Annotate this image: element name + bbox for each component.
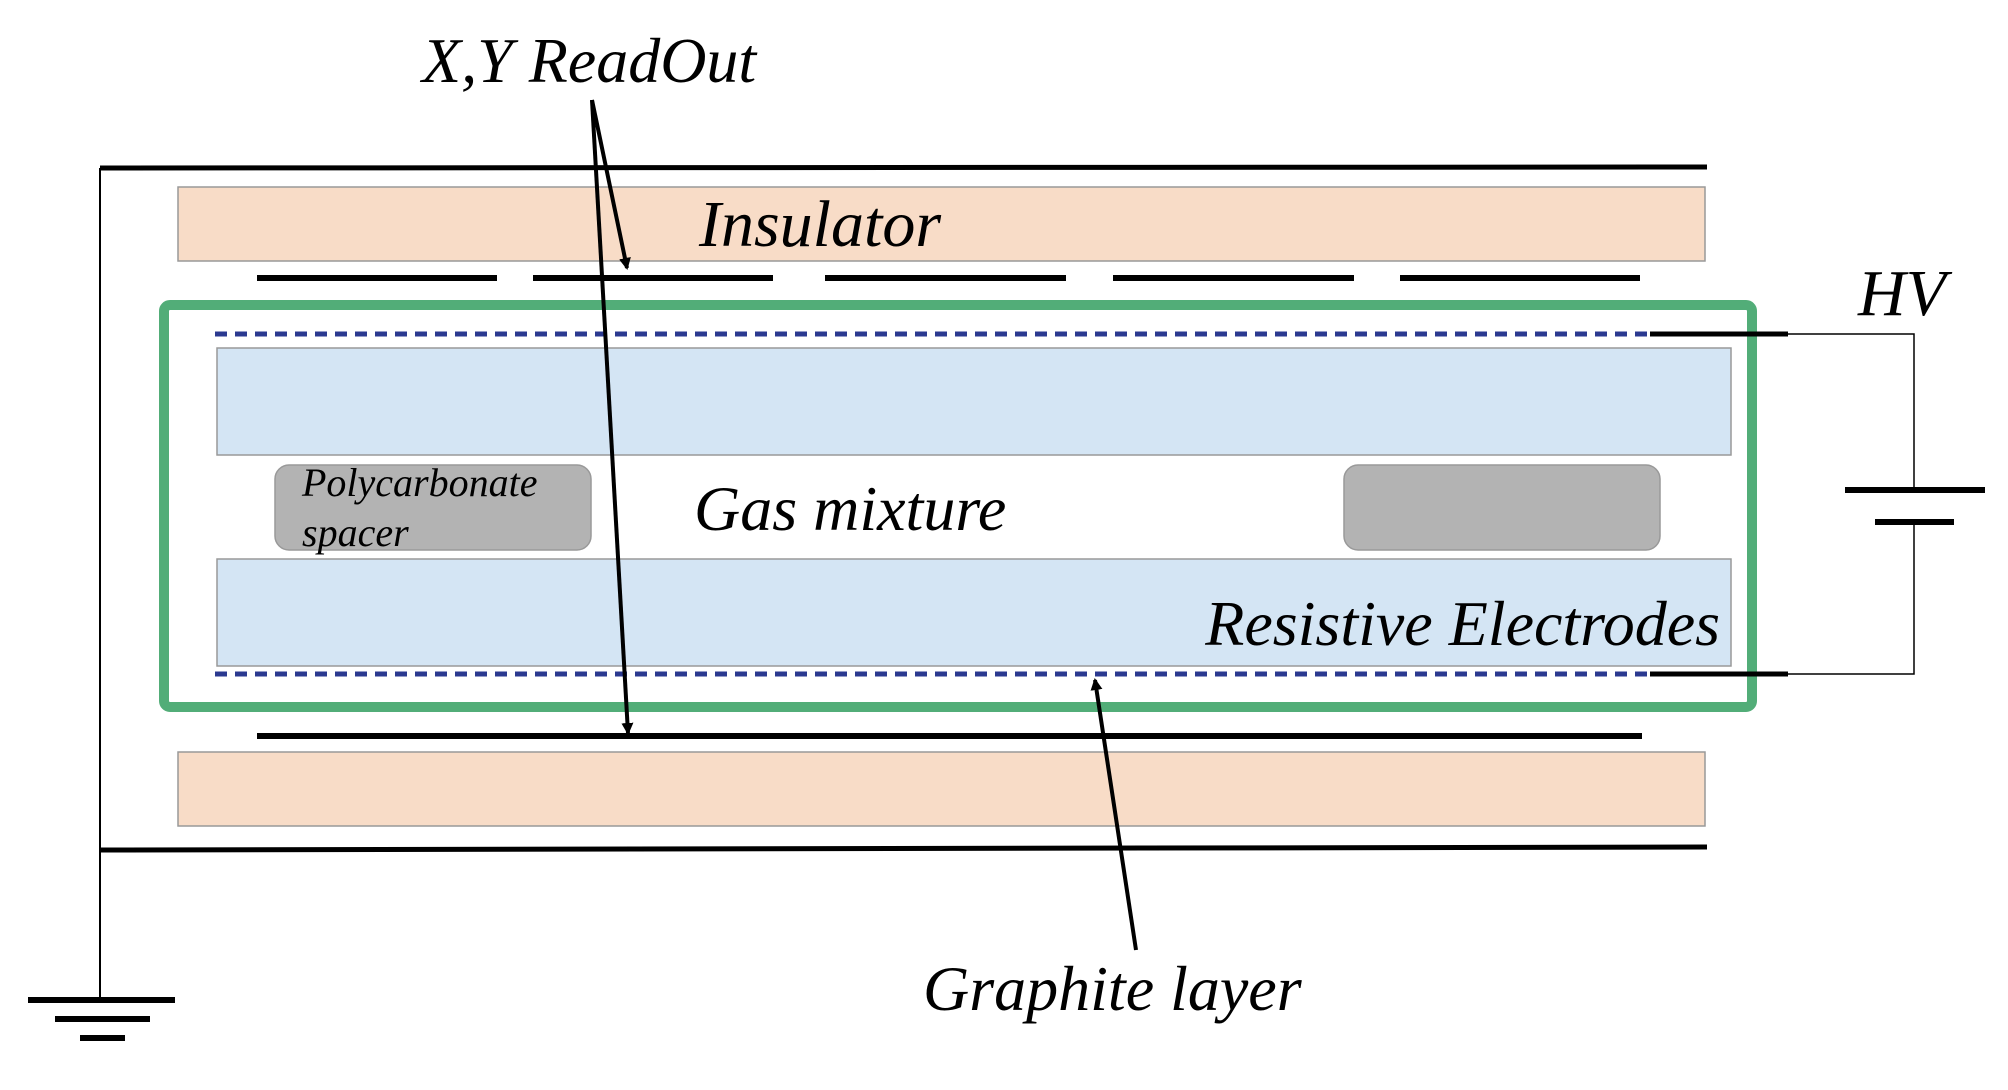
spacer-label-line2: spacer	[302, 510, 409, 555]
hv-circuit	[1650, 331, 1915, 677]
resistive-electrode-top	[216, 347, 1732, 456]
insulator-label: Insulator	[698, 188, 941, 261]
insulator-bottom	[177, 751, 1706, 827]
resistive-electrode-bottom	[216, 558, 1732, 667]
gas-mixture-label: Gas mixture	[694, 473, 1006, 544]
battery-symbol-icon	[1845, 487, 1985, 525]
spacer-label-line1: Polycarbonate	[301, 460, 538, 505]
gas-gap-enclosure	[159, 300, 1757, 712]
bottom-shield-line	[99, 844, 1708, 853]
insulator-top	[177, 186, 1706, 262]
polycarbonate-spacer-left	[274, 464, 592, 551]
hv-label: HV	[1857, 257, 1953, 330]
graphite-arrow	[1090, 678, 1138, 951]
ground-symbol-icon	[28, 997, 175, 1041]
top-shield-line	[99, 164, 1708, 171]
graphite-layer-label: Graphite layer	[923, 953, 1303, 1024]
resistive-electrodes-label: Resistive Electrodes	[1204, 588, 1720, 659]
readout-arrows	[590, 99, 634, 735]
polycarbonate-spacer-right	[1343, 464, 1661, 551]
readout-label: X,Y ReadOut	[419, 25, 758, 96]
